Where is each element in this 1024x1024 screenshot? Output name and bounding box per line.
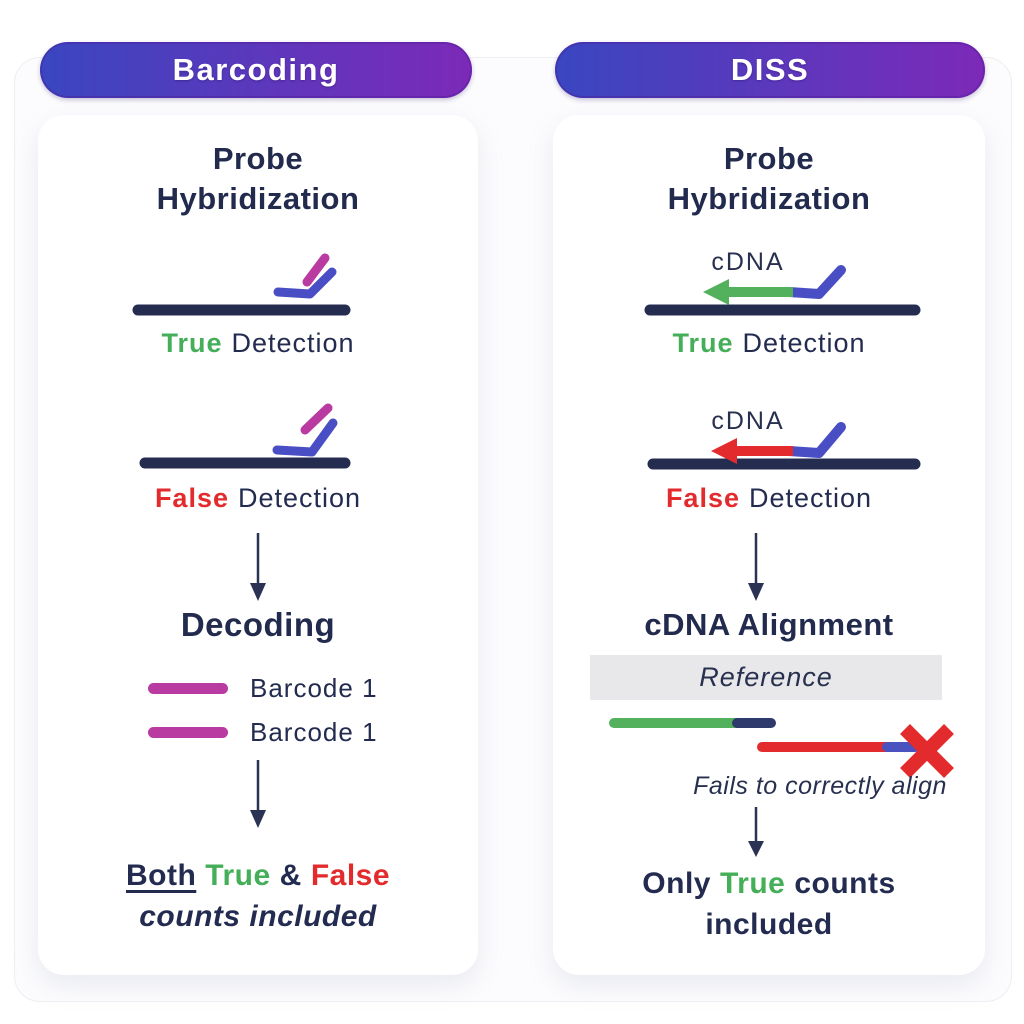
red-x-icon (900, 724, 954, 778)
barcoding-header-label: Barcoding (172, 52, 340, 87)
alignment-reads-illustration (609, 718, 954, 778)
barcode-label: Barcode 1 (250, 673, 378, 703)
down-arrow-icon (748, 533, 764, 601)
false-detection-illustration (139, 403, 351, 469)
barcode-row: Barcode 1 (148, 717, 378, 748)
barcode-bar-icon (148, 683, 228, 694)
cdna-label: cDNA (711, 407, 785, 435)
barcode-row: Barcode 1 (148, 673, 378, 704)
probe-icon (784, 265, 846, 299)
cdna-label: cDNA (711, 248, 785, 276)
diss-header-label: DISS (730, 52, 810, 87)
probe-hybridization-title: Probe Hybridization (667, 141, 871, 216)
down-arrow-icon (250, 533, 266, 601)
cdna-arrow-head (703, 279, 729, 305)
cdna-arrow-head (711, 438, 737, 464)
barcoding-result-line2: counts included (139, 900, 377, 933)
barcoding-header-pill: Barcoding (40, 42, 472, 98)
barcode-tag-icon (302, 253, 330, 287)
false-detection-illustration (647, 422, 921, 470)
reference-label: Reference (699, 662, 833, 692)
true-detection-illustration (644, 265, 921, 316)
true-detection-illustration (132, 253, 351, 316)
barcode-label: Barcode 1 (250, 717, 378, 747)
diss-result-line2: included (705, 908, 833, 941)
barcode-bar-icon (148, 727, 228, 738)
reference-box: Reference (590, 655, 942, 700)
probe-hybridization-title: Probe Hybridization (156, 141, 360, 216)
down-arrow-icon (748, 807, 764, 857)
probe-icon (273, 267, 337, 299)
down-arrow-icon (250, 760, 266, 828)
decoding-title: Decoding (180, 606, 336, 643)
fail-note: Fails to correctly align (693, 772, 947, 800)
probe-icon (272, 418, 338, 457)
barcode-tag-icon (300, 403, 333, 435)
diss-header-pill: DISS (555, 42, 985, 98)
probe-icon (784, 422, 846, 458)
cdna-alignment-title: cDNA Alignment (644, 607, 894, 642)
